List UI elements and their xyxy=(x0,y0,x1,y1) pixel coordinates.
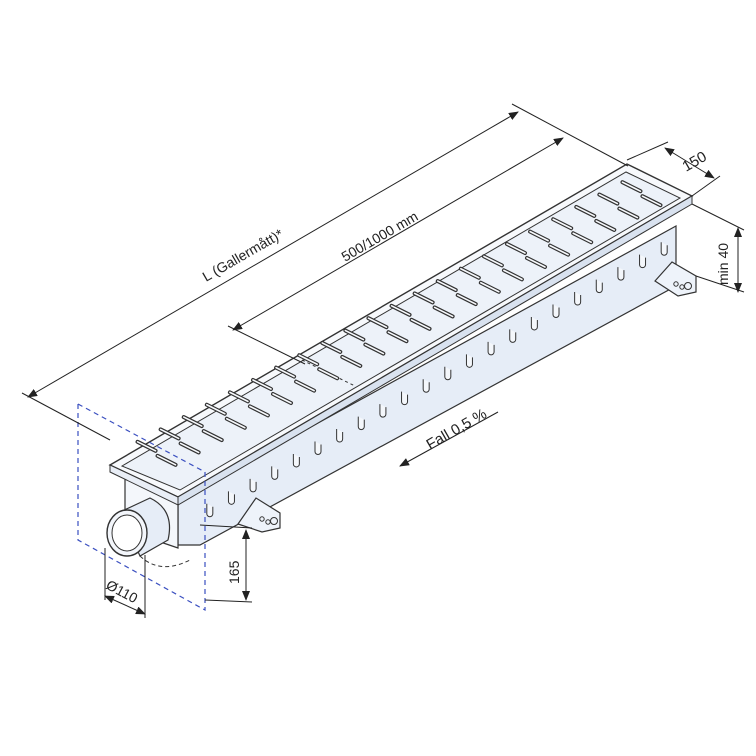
grate-slot-highlight xyxy=(226,417,246,429)
grate-slot-highlight xyxy=(179,442,200,454)
ext-line xyxy=(626,141,669,161)
anchor-tab xyxy=(271,466,279,480)
anchor-tab xyxy=(314,441,322,455)
ext-line xyxy=(227,325,306,365)
anchor-tab xyxy=(336,429,344,443)
ext-line xyxy=(691,175,721,197)
anchor-tab xyxy=(660,242,668,256)
anchor-tab xyxy=(227,491,235,505)
anchor-tab xyxy=(249,478,257,493)
anchor-tab xyxy=(574,292,582,306)
label-outlet-height: 165 xyxy=(226,560,242,584)
anchor-tab xyxy=(379,404,387,418)
ext-line xyxy=(691,203,745,231)
dim-line-outlet-diameter xyxy=(104,595,146,615)
grate-slot-highlight xyxy=(598,193,619,205)
grate-slot-highlight xyxy=(156,455,177,466)
grate-slot-highlight xyxy=(575,206,596,217)
anchor-tab xyxy=(617,267,625,281)
mounting-foot-front xyxy=(237,497,281,533)
label-outlet-diameter: Ø110 xyxy=(104,577,141,607)
grate-slot-highlight xyxy=(249,405,269,417)
slope-arrow xyxy=(399,411,499,467)
label-min-height: min 40 xyxy=(715,243,731,285)
grate-slot-highlight xyxy=(572,232,592,244)
anchor-tab xyxy=(292,453,300,468)
ext-line xyxy=(695,275,745,293)
anchor-tab xyxy=(595,279,603,294)
ext-line xyxy=(199,524,253,529)
section-outline xyxy=(77,403,206,612)
ext-line xyxy=(204,599,253,603)
dim-line-width xyxy=(664,147,715,179)
grate-slot-highlight xyxy=(136,441,157,452)
anchor-tab xyxy=(639,254,647,269)
grate-slot-highlight xyxy=(618,207,639,219)
grate-slot-highlight xyxy=(641,195,662,206)
grate-slot-highlight xyxy=(202,430,223,441)
label-width: 150 xyxy=(680,148,710,175)
dim-line-length-grate xyxy=(232,137,564,331)
grate-slot-highlight xyxy=(182,416,203,427)
mounting-foot-rear xyxy=(654,261,697,297)
grate-slot-highlight xyxy=(621,181,642,192)
anchor-tab xyxy=(357,416,365,431)
ext-line xyxy=(21,392,111,441)
outlet-pipe xyxy=(106,497,191,567)
grate-slot-highlight xyxy=(159,428,180,440)
grate-slot-highlight xyxy=(206,403,226,415)
ext-line xyxy=(511,103,629,167)
anchor-tab xyxy=(206,503,214,518)
grate-slot-highlight xyxy=(595,220,616,231)
label-length-grate: 500/1000 mm xyxy=(339,208,421,265)
label-length-total: L (Gallermått)* xyxy=(200,225,287,284)
